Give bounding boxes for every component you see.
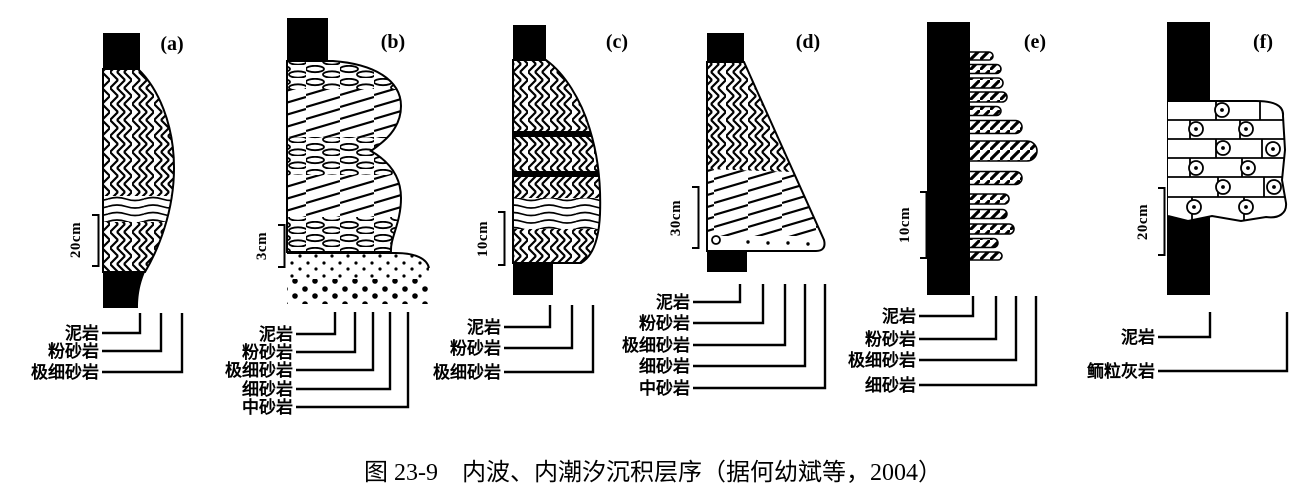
lith-label-e-1: 粉砂岩 [865,329,916,349]
dot-d-2 [766,241,770,245]
limestone-outline-f [1167,100,1288,223]
leader-line-f-1 [1158,312,1289,373]
lith-label-c-2: 极细砂岩 [433,362,501,382]
scale-bracket-b [278,224,286,268]
figure-caption: 图 23-9 内波、内潮汐沉积层序（据何幼斌等，2004） [364,459,942,486]
leader-line-a-0 [102,313,142,335]
sandstone-fill-b [287,253,429,304]
scale-label-a: 20cm [68,222,84,258]
lith-label-a-2: 极细砂岩 [31,362,99,382]
column-outline-b [286,60,403,253]
scale-label-e: 10cm [897,207,913,243]
leader-line-d-3 [693,284,807,368]
scale-label-b: 3cm [254,232,270,260]
leader-line-f-0 [1158,312,1212,339]
scale-label-c: 10cm [475,221,491,257]
scale-bracket-a [92,214,100,267]
lith-label-c-1: 粉砂岩 [450,338,501,358]
column-fill-a [103,69,174,272]
lith-label-b-2: 极细砂岩 [225,360,293,380]
dot-d-4 [806,242,810,246]
herringbone-zone-d [707,62,793,172]
panel-tag-c: (c) [606,31,628,53]
leader-line-d-4 [693,284,827,390]
lith-label-e-2: 极细砂岩 [848,350,916,370]
mudstone-base-d [707,251,747,272]
column-outline-d [706,61,826,252]
lith-label-d-4: 中砂岩 [639,378,690,398]
leader-line-e-1 [919,296,998,341]
scale-label-d: 30cm [668,200,684,236]
column-fill-c [513,60,601,263]
leader-line-a-2 [102,313,184,374]
basal-band-d [707,236,824,251]
leader-line-c-1 [504,305,574,350]
leader-line-c-0 [504,305,552,329]
sandstone-outline-b [287,252,430,269]
leader-line-d-0 [693,284,742,304]
lith-label-f-0: 泥岩 [1121,327,1155,347]
leader-line-e-0 [919,296,975,318]
oolite-symbols-f [1186,102,1282,215]
column-fill-b [287,61,401,252]
panel-a: (a) 20cm 泥岩 粉砂岩 极细砂岩 [31,33,184,382]
dot-d-3 [786,241,790,245]
lith-label-b-0: 泥岩 [259,324,293,344]
leader-line-d-2 [693,284,787,347]
leader-line-e-2 [919,296,1018,362]
leader-line-b-4 [296,312,410,409]
mudstone-cap-a [103,33,140,70]
mudstone-base-a [103,272,145,308]
lith-label-b-3: 细砂岩 [242,379,293,399]
panel-tag-d: (d) [796,31,820,53]
panel-e: (e) 10cm 泥岩 粉砂岩 极细砂岩 细砂岩 [848,22,1046,395]
scale-bracket-c [498,211,506,266]
scale-bracket-e [920,191,928,259]
leader-line-b-1 [296,312,357,354]
panel-d: (d) 30cm 泥岩 粉砂岩 极细砂岩 细砂岩 中砂岩 [622,31,827,398]
leader-line-d-1 [693,284,765,325]
leader-line-b-3 [296,312,392,391]
panel-b: (b) 3cm 泥岩 粉砂岩 极细砂岩 细砂岩 中砂岩 [225,18,430,417]
column-outline-c [512,59,602,264]
leader-line-b-2 [296,312,375,372]
lith-label-a-1: 粉砂岩 [48,341,99,361]
scale-label-f: 20cm [1135,204,1151,240]
panel-tag-e: (e) [1024,31,1046,53]
sand-lenses-e [954,51,1038,261]
panel-f: (f) 20cm 泥岩 鲕粒灰岩 [1087,22,1289,381]
lith-label-a-0: 泥岩 [65,323,99,343]
dot-d-1 [746,240,750,244]
mudstone-cap-b [287,18,328,61]
column-outline-a [102,68,176,273]
scale-bracket-d [692,186,700,249]
lith-label-e-3: 细砂岩 [865,375,916,395]
leader-line-b-0 [296,312,337,336]
leader-line-a-1 [102,313,163,353]
panel-tag-b: (b) [381,31,405,53]
lith-label-d-3: 细砂岩 [639,356,690,376]
lith-label-d-0: 泥岩 [656,292,690,312]
mudstone-cap-c [513,25,546,61]
panel-tag-a: (a) [160,33,183,55]
panel-tag-f: (f) [1253,31,1273,53]
lith-label-d-2: 极细砂岩 [622,335,690,355]
panel-c: (c) 10cm 泥岩 粉砂岩 极细砂岩 [433,25,628,382]
lith-label-c-0: 泥岩 [467,317,501,337]
leader-line-c-2 [504,305,595,374]
mudstone-cap-d [707,33,744,62]
scale-bracket-f [1158,187,1166,256]
lith-label-d-1: 粉砂岩 [639,313,690,333]
limestone-block-f [1168,101,1287,221]
lith-label-b-1: 粉砂岩 [242,342,293,362]
pebble-symbol-d [711,235,721,245]
leader-line-e-3 [919,296,1038,387]
mudstone-base-c [513,263,553,295]
diagonal-zone-d [707,169,825,251]
lith-label-f-1: 鲕粒灰岩 [1087,361,1155,381]
lith-label-e-0: 泥岩 [882,306,916,326]
lith-label-b-4: 中砂岩 [242,397,293,417]
